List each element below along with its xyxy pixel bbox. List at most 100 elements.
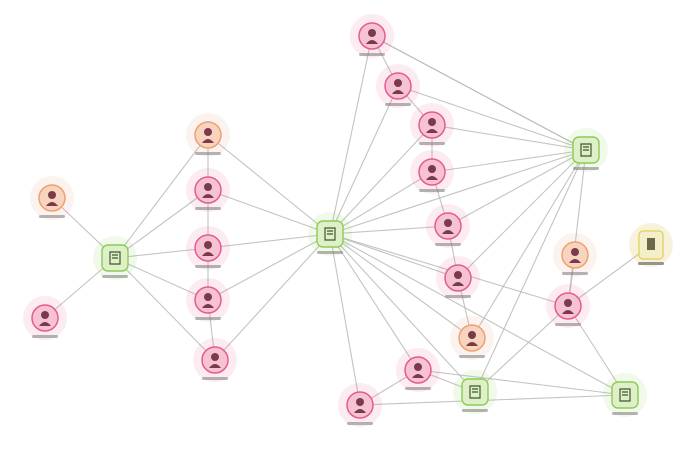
graph-node[interactable] [23, 296, 67, 340]
person-head [211, 353, 219, 361]
node-label-blur [39, 215, 65, 218]
node-label-blur [573, 167, 599, 170]
graph-edge [417, 369, 626, 396]
graph-node[interactable] [338, 383, 382, 427]
graph-edge [567, 244, 652, 307]
graph-edge [207, 134, 331, 235]
node-label-blur [419, 189, 445, 192]
graph-node[interactable] [553, 233, 597, 277]
graph-edge [329, 233, 419, 371]
node-label-blur [359, 53, 385, 56]
person-head [41, 311, 49, 319]
graph-node[interactable] [350, 14, 394, 58]
graph-edge [447, 149, 587, 227]
node-label-blur [195, 207, 221, 210]
node-label-blur [195, 317, 221, 320]
person-body [46, 202, 58, 206]
server-glyph [619, 388, 631, 402]
node-label-blur [32, 335, 58, 338]
person-head [444, 219, 452, 227]
graph-edge [329, 124, 433, 235]
server-glyph [109, 251, 121, 265]
node-label-blur [445, 295, 471, 298]
graph-edge [471, 149, 587, 339]
graph-node[interactable] [453, 370, 497, 414]
graph-node[interactable] [186, 226, 230, 270]
person-body [392, 90, 404, 94]
edges-layer [44, 35, 652, 406]
person-body [202, 139, 214, 143]
person-body [39, 322, 51, 326]
node-label-blur [612, 412, 638, 415]
graph-edge [114, 189, 209, 259]
graph-edge [114, 134, 209, 259]
graph-node[interactable] [186, 113, 230, 157]
node-label-blur [562, 272, 588, 275]
graph-edge [359, 394, 626, 406]
graph-edge [474, 149, 587, 393]
person-head [356, 398, 364, 406]
device-glyph [647, 238, 655, 250]
person-head [48, 191, 56, 199]
person-head [394, 79, 402, 87]
graph-edge [207, 189, 331, 235]
graph-node[interactable] [426, 204, 470, 248]
graph-edge [207, 233, 331, 301]
graph-node[interactable] [450, 316, 494, 360]
person-body [426, 176, 438, 180]
person-head [571, 248, 579, 256]
person-head [204, 183, 212, 191]
person-head [564, 299, 572, 307]
server-glyph [469, 385, 481, 399]
graph-node[interactable] [30, 176, 74, 220]
graph-node[interactable] [93, 236, 137, 280]
graph-edge [329, 233, 459, 279]
node-label-blur [202, 377, 228, 380]
graph-node[interactable] [308, 212, 352, 256]
graph-node[interactable] [564, 128, 608, 172]
graph-edge [114, 257, 216, 361]
node-label-blur [435, 243, 461, 246]
person-head [428, 165, 436, 173]
graph-edge [567, 305, 626, 396]
graph-node[interactable] [436, 256, 480, 300]
graph-edge [567, 149, 587, 307]
graph-node[interactable] [410, 103, 454, 147]
person-body [569, 259, 581, 263]
node-label-blur [195, 152, 221, 155]
graph-node[interactable] [410, 150, 454, 194]
graph-edge [397, 85, 587, 151]
graph-node[interactable] [376, 64, 420, 108]
person-body [466, 342, 478, 346]
graph-edge [474, 305, 569, 393]
person-head [468, 331, 476, 339]
person-body [366, 40, 378, 44]
graph-edge [431, 124, 587, 151]
graph-node[interactable] [546, 284, 590, 328]
node-label-blur [102, 275, 128, 278]
person-body [202, 194, 214, 198]
person-head [414, 363, 422, 371]
node-label-blur [555, 323, 581, 326]
person-body [412, 374, 424, 378]
graph-node[interactable] [603, 373, 647, 417]
node-label-blur [638, 262, 664, 265]
node-label-blur [385, 103, 411, 106]
graph-node[interactable] [186, 168, 230, 212]
person-body [202, 252, 214, 256]
graph-node[interactable] [193, 338, 237, 382]
graph-edge [329, 171, 433, 235]
graph-edge [329, 233, 473, 339]
person-body [354, 409, 366, 413]
graph-node[interactable] [186, 278, 230, 322]
graph-node[interactable] [629, 223, 673, 267]
graph-edge [214, 233, 331, 361]
node-label-blur [462, 409, 488, 412]
graph-edge [329, 233, 626, 396]
node-label-blur [317, 251, 343, 254]
person-head [204, 128, 212, 136]
graph-node[interactable] [396, 348, 440, 392]
graph-edge [207, 233, 331, 249]
person-body [202, 304, 214, 308]
